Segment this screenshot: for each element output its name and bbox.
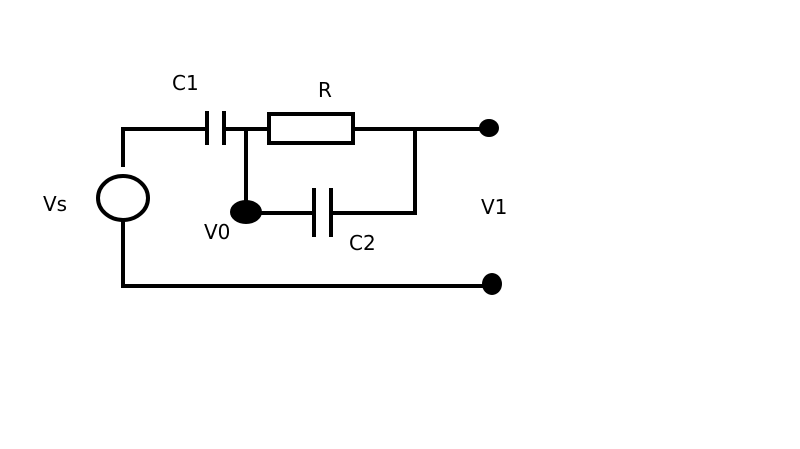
voltage-source-vs — [96, 174, 150, 222]
label-vs: Vs — [43, 192, 67, 216]
label-r: R — [318, 78, 332, 102]
resistor-r — [267, 112, 355, 145]
terminal-v1-top — [479, 119, 499, 137]
label-c1: C1 — [172, 71, 199, 95]
wire-source-top — [121, 127, 209, 167]
capacitor-c1 — [205, 111, 226, 145]
wire-c2-return — [329, 127, 417, 215]
terminal-v1-bottom — [482, 273, 502, 295]
wire-source-bottom — [121, 218, 493, 288]
node-v0 — [230, 200, 262, 224]
label-v1: V1 — [481, 195, 507, 219]
capacitor-c2 — [312, 188, 333, 237]
label-c2: C2 — [349, 231, 376, 255]
label-v0: V0 — [204, 220, 230, 244]
